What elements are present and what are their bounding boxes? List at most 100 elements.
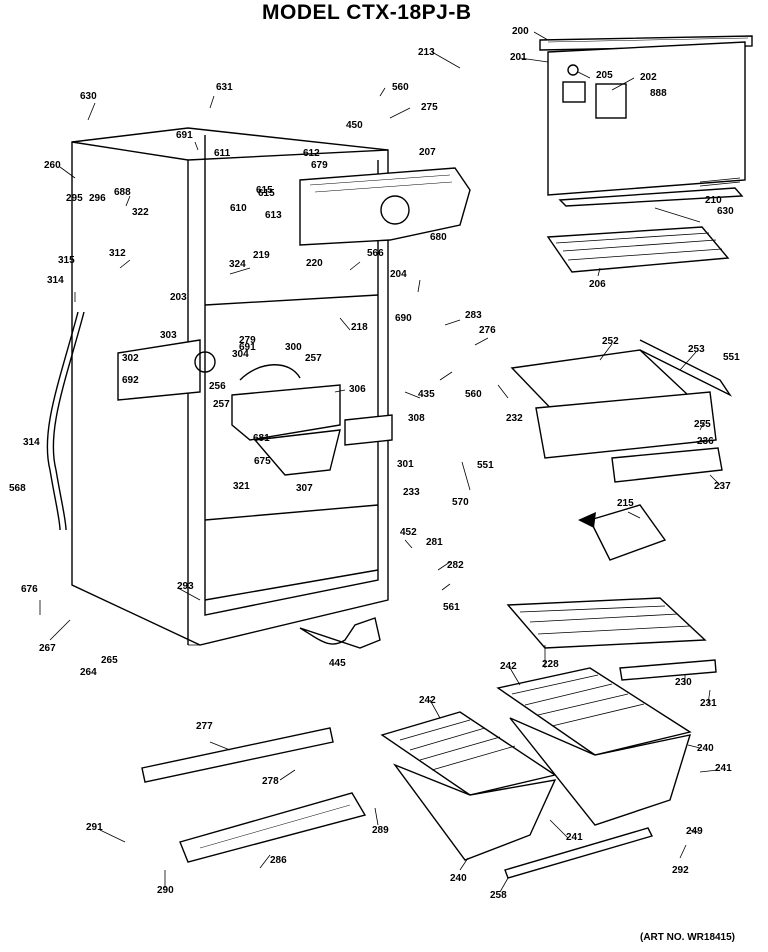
part-callout: 610 bbox=[230, 203, 247, 214]
part-callout: 292 bbox=[672, 865, 689, 876]
part-callout: 275 bbox=[421, 102, 438, 113]
part-callout: 560 bbox=[465, 389, 482, 400]
part-callout: 200 bbox=[512, 26, 529, 37]
part-callout: 566 bbox=[367, 248, 384, 259]
part-callout: 213 bbox=[418, 47, 435, 58]
part-callout: 232 bbox=[506, 413, 523, 424]
freezer-shelf bbox=[546, 226, 730, 273]
bottom-rails bbox=[141, 727, 367, 863]
part-callout: 612 bbox=[303, 148, 320, 159]
part-callout: 220 bbox=[306, 258, 323, 269]
part-callout: 240 bbox=[697, 743, 714, 754]
part-callout: 289 bbox=[372, 825, 389, 836]
part-callout: 242 bbox=[500, 661, 517, 672]
part-callout: 568 bbox=[9, 483, 26, 494]
part-callout: 613 bbox=[265, 210, 282, 221]
model-title: MODEL CTX-18PJ-B bbox=[262, 1, 472, 24]
part-callout: 228 bbox=[542, 659, 559, 670]
part-callout: 450 bbox=[346, 120, 363, 131]
part-callout: 551 bbox=[477, 460, 494, 471]
part-callout: 241 bbox=[566, 832, 583, 843]
part-callout: 215 bbox=[617, 498, 634, 509]
part-callout: 283 bbox=[465, 310, 482, 321]
part-callout: 202 bbox=[640, 72, 657, 83]
part-callout: 435 bbox=[418, 389, 435, 400]
part-callout: 257 bbox=[305, 353, 322, 364]
part-callout: 230 bbox=[675, 677, 692, 688]
part-callout: 240 bbox=[450, 873, 467, 884]
part-callout: 237 bbox=[714, 481, 731, 492]
part-callout: 611 bbox=[214, 148, 231, 159]
part-callout: 286 bbox=[270, 855, 287, 866]
part-callout: 615 bbox=[258, 188, 275, 199]
part-callout: 265 bbox=[101, 655, 118, 666]
part-callout: 692 bbox=[122, 375, 139, 386]
part-callout: 676 bbox=[21, 584, 38, 595]
part-callout: 615 bbox=[256, 185, 273, 196]
part-callout: 278 bbox=[262, 776, 279, 787]
part-callout: 219 bbox=[253, 250, 270, 261]
cabinet bbox=[46, 127, 389, 646]
part-callout: 679 bbox=[311, 160, 328, 171]
part-callout: 301 bbox=[397, 459, 414, 470]
part-callout: 691 bbox=[239, 342, 256, 353]
part-callout: 231 bbox=[700, 698, 717, 709]
evaporator-cover bbox=[299, 167, 471, 246]
part-callout: 257 bbox=[213, 399, 230, 410]
part-callout: 236 bbox=[697, 436, 714, 447]
part-callout: 281 bbox=[426, 537, 443, 548]
part-callout: 201 bbox=[510, 52, 527, 63]
part-callout: 276 bbox=[479, 325, 496, 336]
part-callout: 888 bbox=[650, 88, 667, 99]
part-callout: 249 bbox=[686, 826, 703, 837]
part-callout: 304 bbox=[232, 349, 249, 360]
part-callout: 306 bbox=[349, 384, 366, 395]
part-callout: 307 bbox=[296, 483, 313, 494]
meat-pan-assembly bbox=[510, 339, 733, 483]
part-callout: 312 bbox=[109, 248, 126, 259]
part-callout: 296 bbox=[89, 193, 106, 204]
leader-lines bbox=[39, 31, 721, 893]
part-callout: 252 bbox=[602, 336, 619, 347]
part-callout: 690 bbox=[395, 313, 412, 324]
part-callout: 631 bbox=[216, 82, 233, 93]
part-callout: 324 bbox=[229, 259, 246, 270]
part-callout: 242 bbox=[419, 695, 436, 706]
part-callout: 255 bbox=[694, 419, 711, 430]
part-callout: 210 bbox=[705, 195, 722, 206]
part-callout: 561 bbox=[443, 602, 460, 613]
part-callout: 445 bbox=[329, 658, 346, 669]
part-callout: 267 bbox=[39, 643, 56, 654]
part-callout: 551 bbox=[723, 352, 740, 363]
part-callout: 321 bbox=[233, 481, 250, 492]
part-callout: 260 bbox=[44, 160, 61, 171]
part-callout: 308 bbox=[408, 413, 425, 424]
part-callout: 293 bbox=[177, 581, 194, 592]
part-callout: 300 bbox=[285, 342, 302, 353]
part-callout: 630 bbox=[80, 91, 97, 102]
part-callout: 241 bbox=[715, 763, 732, 774]
part-callout: 204 bbox=[390, 269, 407, 280]
part-callout: 233 bbox=[403, 487, 420, 498]
part-callout: 206 bbox=[589, 279, 606, 290]
part-callout: 295 bbox=[66, 193, 83, 204]
part-callout: 315 bbox=[58, 255, 75, 266]
part-callout: 256 bbox=[209, 381, 226, 392]
part-callout: 314 bbox=[23, 437, 40, 448]
part-callout: 253 bbox=[688, 344, 705, 355]
part-callout: 688 bbox=[114, 187, 131, 198]
part-callout: 680 bbox=[430, 232, 447, 243]
part-callout: 303 bbox=[160, 330, 177, 341]
freezer-door bbox=[539, 35, 753, 207]
crisper-cover bbox=[506, 597, 717, 681]
part-callout: 290 bbox=[157, 885, 174, 896]
part-callout: 681 bbox=[253, 433, 270, 444]
part-callout: 218 bbox=[351, 322, 368, 333]
art-number: (ART NO. WR18415) bbox=[640, 932, 736, 943]
part-callout: 264 bbox=[80, 667, 97, 678]
part-callout: 203 bbox=[170, 292, 187, 303]
part-callout: 675 bbox=[254, 456, 271, 467]
part-callout: 630 bbox=[717, 206, 734, 217]
